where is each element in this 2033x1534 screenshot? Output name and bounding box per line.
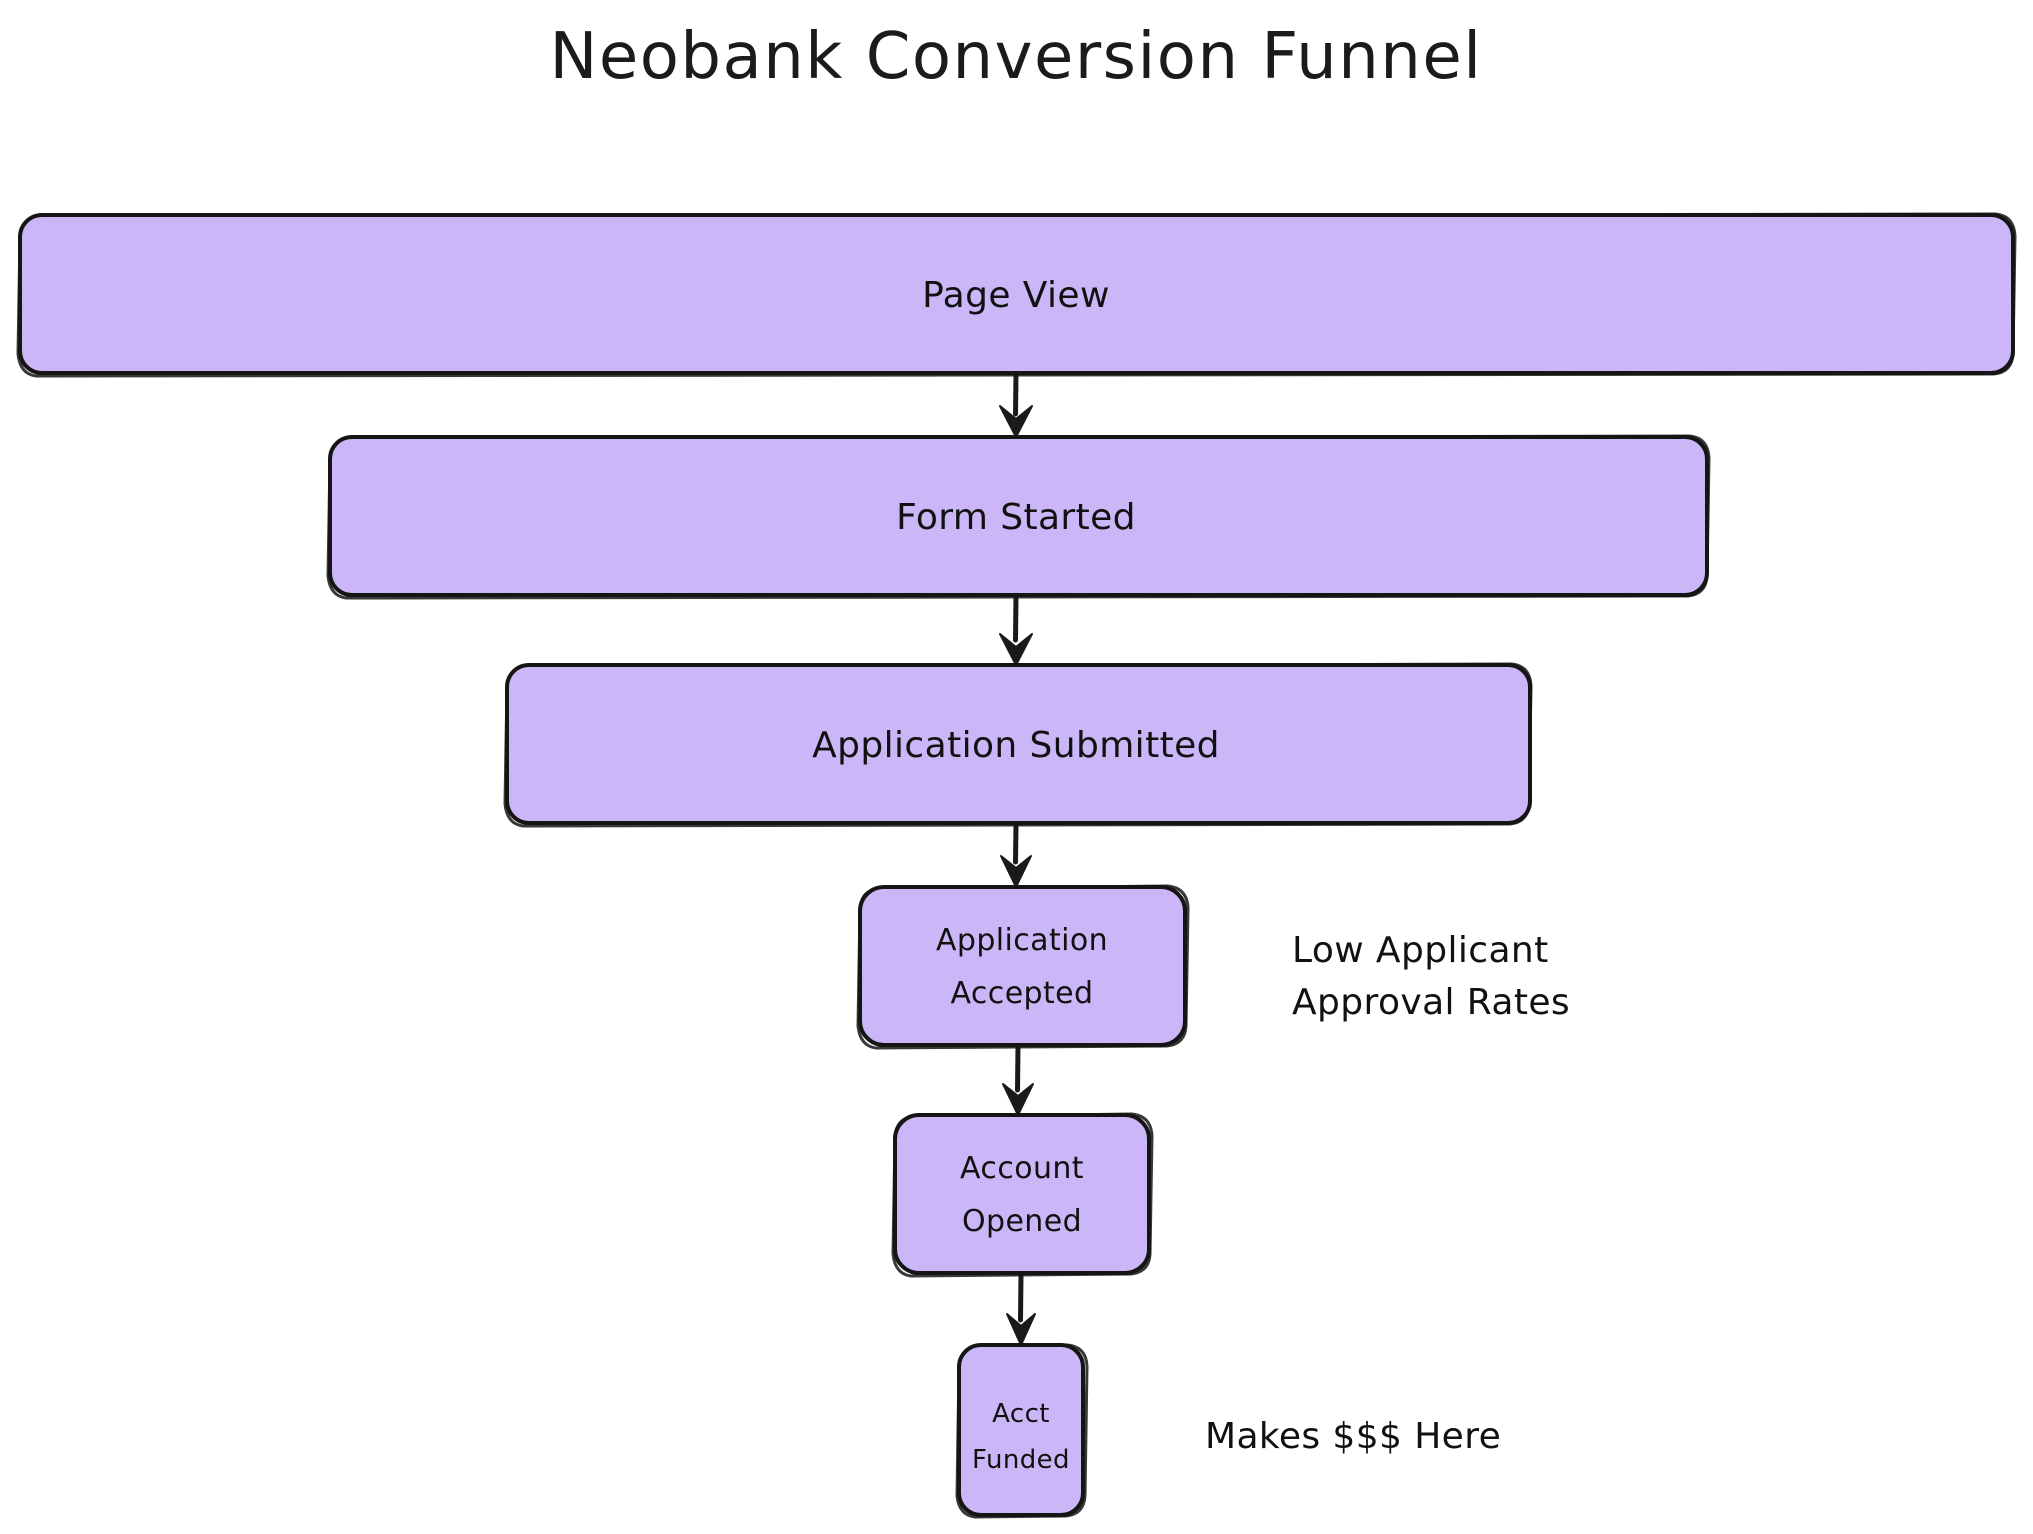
edge-account-opened-to-acct-funded xyxy=(1006,1271,1036,1346)
edge-page-view-to-form-started xyxy=(999,371,1033,438)
node-label-acct-funded-line2: Funded xyxy=(972,1445,1070,1475)
annotation-makes-money-here: Makes $$$ Here xyxy=(1205,1416,1501,1457)
edge-application-submitted-to-application-accepted xyxy=(1000,821,1032,888)
edge-form-started-to-application-submitted xyxy=(999,593,1033,666)
edges-group xyxy=(999,371,1036,1346)
node-label-application-submitted: Application Submitted xyxy=(812,725,1220,766)
node-account-opened[interactable]: Account Opened xyxy=(891,1112,1154,1278)
node-label-account-opened-line2: Opened xyxy=(962,1204,1082,1239)
annotation-low-approval-rates-line1: Low Applicant xyxy=(1292,930,1549,971)
annotation-low-approval-rates-line2: Approval Rates xyxy=(1292,982,1570,1023)
node-label-acct-funded-line1: Acct xyxy=(992,1399,1050,1429)
node-label-application-accepted-line1: Application xyxy=(936,923,1108,958)
node-label-page-view: Page View xyxy=(922,275,1110,316)
node-application-submitted[interactable]: Application Submitted xyxy=(503,662,1533,828)
page-title: Neobank Conversion Funnel xyxy=(549,20,1482,94)
node-page-view[interactable]: Page View xyxy=(16,212,2017,378)
annotation-low-approval-rates: Low Applicant Approval Rates xyxy=(1292,930,1570,1023)
annotation-makes-money-here-line1: Makes $$$ Here xyxy=(1205,1416,1501,1457)
node-form-started[interactable]: Form Started xyxy=(326,434,1711,600)
node-acct-funded[interactable]: Acct Funded xyxy=(955,1343,1089,1519)
node-label-application-accepted-line2: Accepted xyxy=(951,976,1094,1011)
node-label-form-started: Form Started xyxy=(896,497,1136,538)
edge-application-accepted-to-account-opened xyxy=(1002,1043,1034,1116)
node-application-accepted[interactable]: Application Accepted xyxy=(856,884,1190,1050)
node-label-account-opened-line1: Account xyxy=(960,1151,1084,1186)
